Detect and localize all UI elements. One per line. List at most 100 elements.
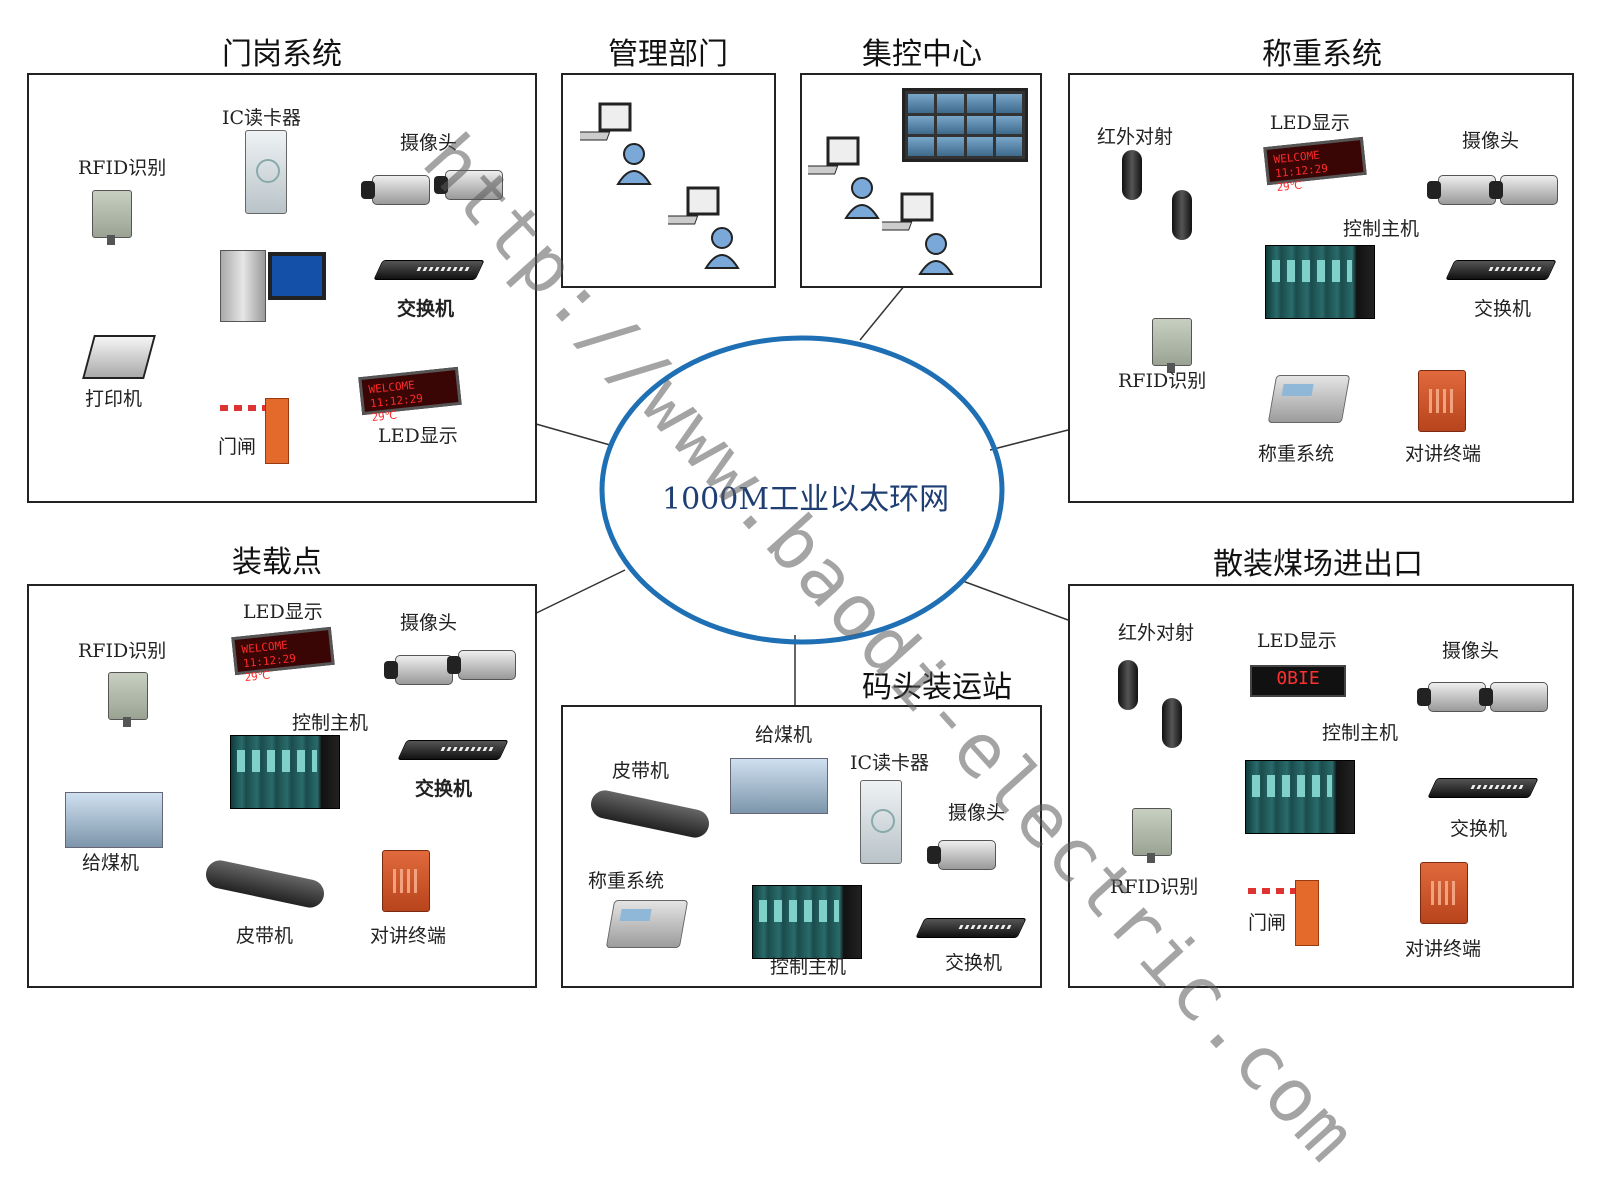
management-panel — [561, 73, 776, 288]
controller-icon — [230, 735, 340, 809]
bulk-barrier-label: 门闸 — [1248, 912, 1287, 934]
loading-belt-label: 皮带机 — [236, 925, 294, 947]
barrier-gate-icon — [265, 398, 289, 464]
bulk-switch-label: 交换机 — [1450, 818, 1508, 840]
camera-icon — [1427, 175, 1496, 205]
gate-switch-label: 交换机 — [397, 298, 455, 320]
loading-switch-label: 交换机 — [415, 778, 473, 800]
loading-camera-label: 摄像头 — [400, 612, 458, 634]
switch-icon — [397, 740, 509, 760]
operator-workstation-icon — [808, 136, 880, 219]
gate-rfid-label: RFID识别 — [78, 157, 167, 179]
dock-title: 码头装运站 — [862, 670, 1012, 705]
dock-ic-reader-label: IC读卡器 — [850, 752, 930, 774]
intercom-terminal-icon — [1418, 370, 1466, 432]
switch-icon — [1445, 260, 1557, 280]
dock-controller-label: 控制主机 — [770, 956, 847, 978]
loading-led-label: LED显示 — [243, 601, 323, 623]
controller-icon — [1245, 760, 1355, 834]
loading-intercom-label: 对讲终端 — [370, 925, 447, 947]
ic-reader-icon — [860, 780, 902, 864]
gate-ic-reader-label: IC读卡器 — [222, 107, 302, 129]
operator-workstation-icon — [668, 186, 740, 269]
bulk-infrared-label: 红外对射 — [1118, 622, 1195, 644]
intercom-terminal-icon — [1420, 862, 1468, 924]
bulk-rfid-label: RFID识别 — [1110, 876, 1199, 898]
weighing-switch-label: 交换机 — [1474, 298, 1532, 320]
switch-icon — [915, 918, 1027, 938]
weighing-title: 称重系统 — [1262, 37, 1382, 72]
operator-workstation-icon — [580, 102, 652, 185]
intercom-terminal-icon — [382, 850, 430, 912]
link-weighing — [989, 429, 1069, 451]
rfid-icon — [1152, 318, 1192, 373]
weighing-led-label: LED显示 — [1270, 112, 1350, 134]
gate-camera-label: 摄像头 — [400, 132, 458, 154]
operator-workstation-icon — [882, 192, 954, 275]
loading-controller-label: 控制主机 — [292, 712, 369, 734]
link-center-control — [859, 284, 906, 341]
gate-led-label: LED显示 — [378, 425, 458, 447]
dock-camera-label: 摄像头 — [948, 802, 1006, 824]
camera-icon — [1417, 682, 1486, 712]
ring-ellipse — [599, 335, 1005, 645]
link-bulk — [959, 579, 1069, 621]
weighing-scale-icon — [605, 900, 689, 948]
camera-icon — [1489, 175, 1558, 205]
barrier-arm-icon — [1248, 888, 1300, 894]
bulk-controller-label: 控制主机 — [1322, 722, 1399, 744]
infrared-beam-icon — [1118, 660, 1138, 710]
loading-feeder-label: 给煤机 — [82, 852, 140, 874]
pc-tower-icon — [220, 250, 266, 322]
gate-title: 门岗系统 — [222, 37, 342, 72]
dock-feeder-label: 给煤机 — [755, 724, 813, 746]
controller-icon — [1265, 245, 1375, 319]
camera-icon — [1479, 682, 1548, 712]
weighing-infrared-label: 红外对射 — [1097, 126, 1174, 148]
gate-barrier-label: 门闸 — [218, 436, 257, 458]
switch-icon — [373, 260, 485, 280]
coal-feeder-icon — [730, 758, 828, 814]
loading-title: 装载点 — [232, 545, 322, 580]
ic-reader-icon — [245, 130, 287, 214]
rfid-icon — [1132, 808, 1172, 863]
dock-belt-label: 皮带机 — [612, 760, 670, 782]
rfid-icon — [92, 190, 132, 245]
camera-icon — [384, 655, 453, 685]
weighing-intercom-label: 对讲终端 — [1405, 443, 1482, 465]
printer-icon — [82, 335, 156, 379]
weighing-scale-icon — [1267, 375, 1351, 423]
weighing-rfid-label: RFID识别 — [1118, 370, 1207, 392]
rfid-icon — [108, 672, 148, 727]
coal-feeder-icon — [65, 792, 163, 848]
weighing-scale-label: 称重系统 — [1258, 443, 1335, 465]
weighing-controller-label: 控制主机 — [1343, 218, 1420, 240]
weighing-camera-label: 摄像头 — [1462, 130, 1520, 152]
camera-icon — [434, 170, 503, 200]
ethernet-ring — [599, 335, 1005, 645]
ring-label: 1000M工业以太环网 — [662, 482, 950, 517]
controller-icon — [752, 885, 862, 959]
camera-icon — [447, 650, 516, 680]
bulk-camera-label: 摄像头 — [1442, 640, 1500, 662]
digital-display-icon: 0BIE — [1250, 665, 1346, 697]
infrared-beam-icon — [1172, 190, 1192, 240]
link-loading — [521, 569, 626, 621]
dock-switch-label: 交换机 — [945, 952, 1003, 974]
infrared-beam-icon — [1162, 698, 1182, 748]
management-title: 管理部门 — [608, 37, 728, 72]
switch-icon — [1427, 778, 1539, 798]
control-center-title: 集控中心 — [862, 37, 982, 72]
video-wall-icon — [902, 88, 1028, 162]
loading-rfid-label: RFID识别 — [78, 640, 167, 662]
gate-printer-label: 打印机 — [85, 388, 143, 410]
bulk-intercom-label: 对讲终端 — [1405, 938, 1482, 960]
camera-icon — [927, 840, 996, 870]
bulk-title: 散装煤场进出口 — [1213, 547, 1423, 582]
barrier-gate-icon — [1295, 880, 1319, 946]
dock-scale-label: 称重系统 — [588, 870, 665, 892]
camera-icon — [361, 175, 430, 205]
barrier-arm-icon — [220, 405, 272, 411]
bulk-led-label: LED显示 — [1257, 630, 1337, 652]
infrared-beam-icon — [1122, 150, 1142, 200]
